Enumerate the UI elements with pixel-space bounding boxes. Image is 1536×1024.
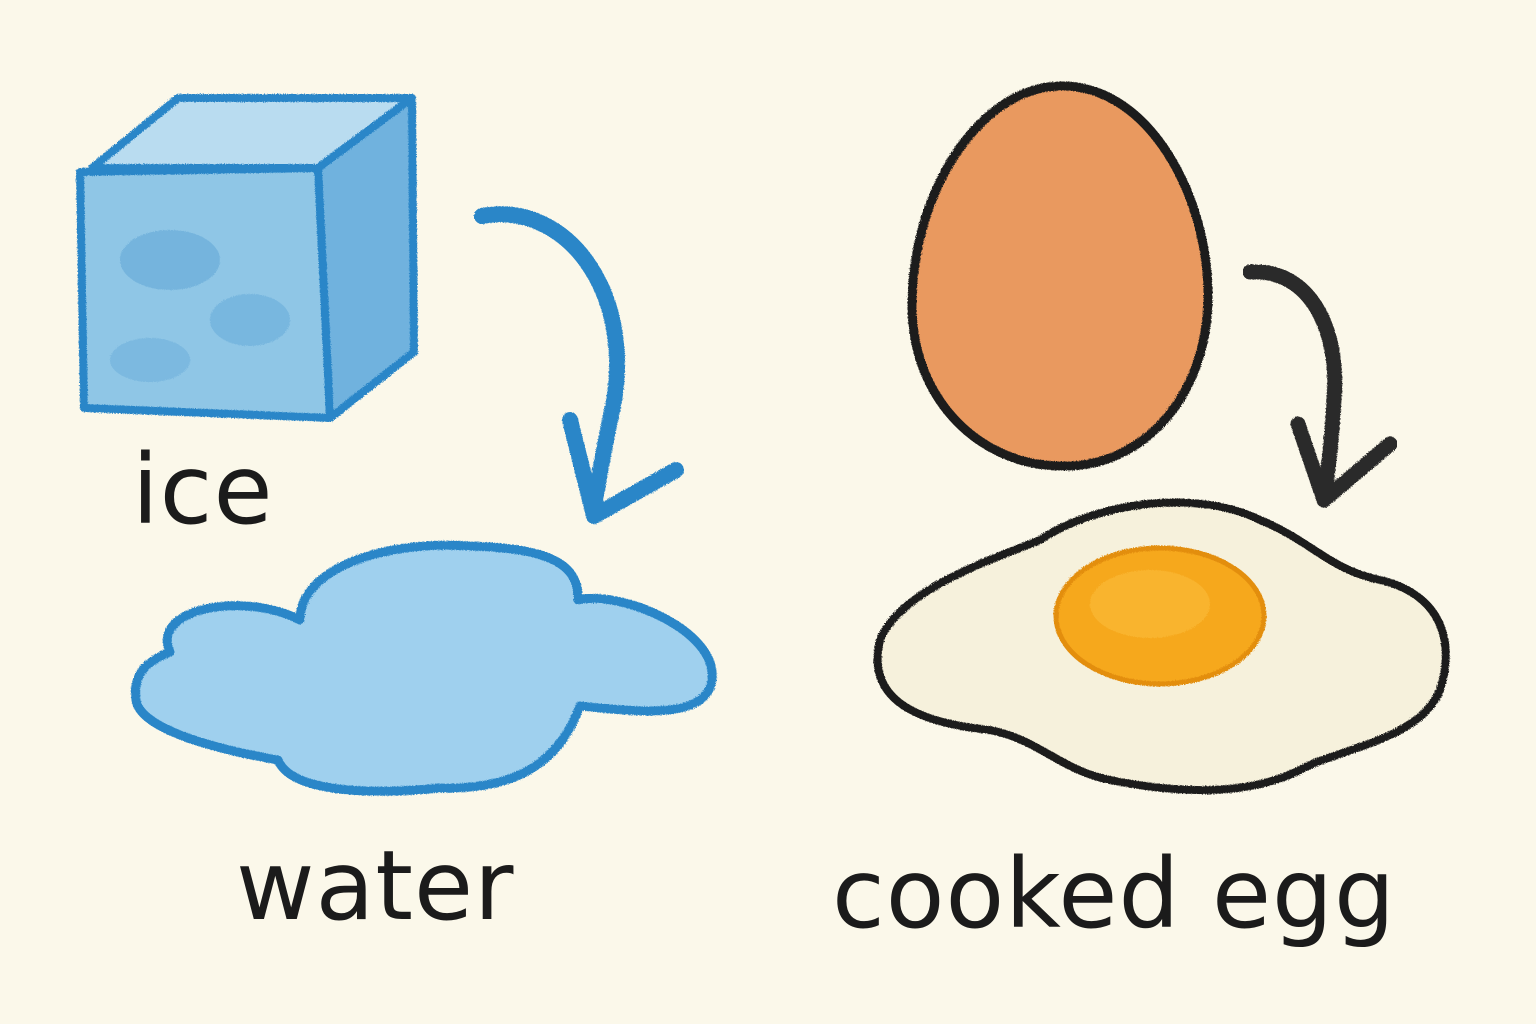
cooked-egg-label: cooked egg <box>832 838 1396 950</box>
ice-label: ice <box>132 434 274 546</box>
water-label: water <box>236 830 515 942</box>
raw-egg-icon <box>907 81 1213 471</box>
curved-arrow-icon <box>1242 264 1398 508</box>
water-puddle-icon <box>130 540 717 796</box>
curved-arrow-icon <box>474 206 684 524</box>
ice-cube-icon <box>76 94 418 422</box>
fried-egg-icon <box>873 498 1450 794</box>
